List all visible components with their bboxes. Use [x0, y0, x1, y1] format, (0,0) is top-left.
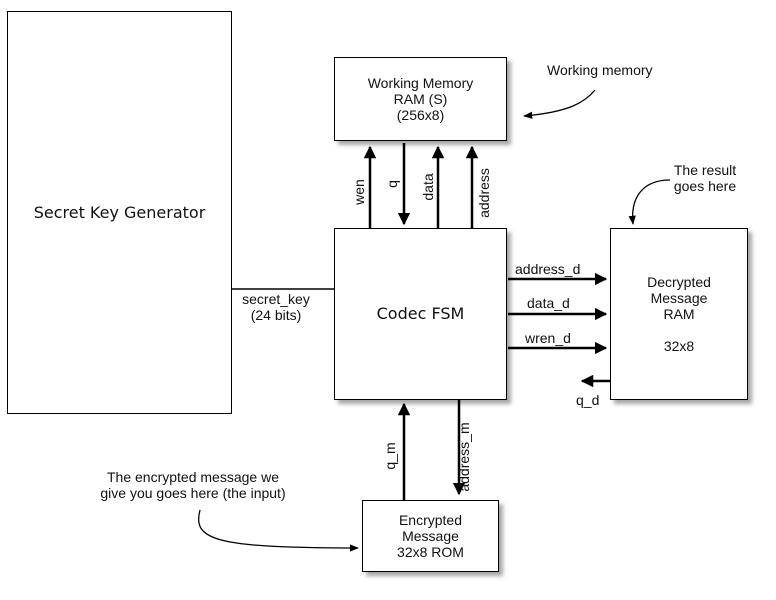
signal-address-d-label: address_d: [515, 261, 581, 277]
signal-wen-label: wen: [351, 179, 367, 205]
secret-key-generator-label: Secret Key Generator: [33, 202, 206, 222]
result-pointer: [628, 179, 671, 225]
working-memory-pointer: [523, 89, 596, 119]
result-annotation: The result goes here: [660, 162, 750, 194]
encrypted-rom-line-2: Message: [402, 528, 459, 544]
decrypted-ram-line-1: Decrypted: [647, 274, 711, 290]
working-memory-annotation: Working memory: [547, 62, 653, 78]
signal-q-m-label: q_m: [382, 442, 398, 470]
signal-q-d-label: q_d: [576, 392, 600, 408]
working-memory-line-1: Working Memory: [367, 75, 474, 91]
signal-data-d-label: data_d: [527, 295, 570, 311]
decrypted-ram-line-3: RAM: [663, 306, 695, 322]
secret-key-generator-block: Secret Key Generator: [7, 11, 232, 414]
input-annotation-line-1: The encrypted message we: [107, 469, 279, 485]
signal-q-label: q: [384, 180, 400, 188]
signal-address-m-label: address_m: [456, 422, 472, 492]
result-annotation-line-1: The result: [673, 162, 737, 178]
codec-fsm-label: Codec FSM: [376, 304, 465, 323]
input-annotation: The encrypted message we give you goes h…: [78, 469, 308, 501]
input-pointer: [198, 509, 359, 552]
working-memory-line-2: RAM (S): [393, 91, 448, 107]
working-memory-line-3: (256x8): [396, 107, 445, 123]
working-memory-block: Working Memory RAM (S) (256x8): [334, 57, 507, 141]
result-annotation-line-2: goes here: [673, 178, 737, 194]
codec-fsm-block: Codec FSM: [334, 228, 507, 400]
secret-key-name: secret_key: [242, 291, 310, 307]
decrypted-message-ram-block: Decrypted Message RAM 32x8: [610, 228, 748, 400]
signal-wren-d-label: wren_d: [525, 330, 571, 346]
signal-data-label: data: [420, 173, 436, 201]
encrypted-message-rom-block: Encrypted Message 32x8 ROM: [362, 500, 499, 572]
signal-address-label: address: [476, 168, 492, 218]
signal-secret-key-label: secret_key (24 bits): [234, 291, 318, 323]
decrypted-ram-line-2: Message: [650, 290, 708, 306]
encrypted-rom-line-1: Encrypted: [398, 512, 463, 528]
decrypted-ram-line-5: 32x8: [663, 338, 695, 354]
input-annotation-line-2: give you goes here (the input): [100, 485, 286, 501]
secret-key-width: (24 bits): [250, 307, 302, 323]
encrypted-rom-line-3: 32x8 ROM: [397, 544, 464, 560]
